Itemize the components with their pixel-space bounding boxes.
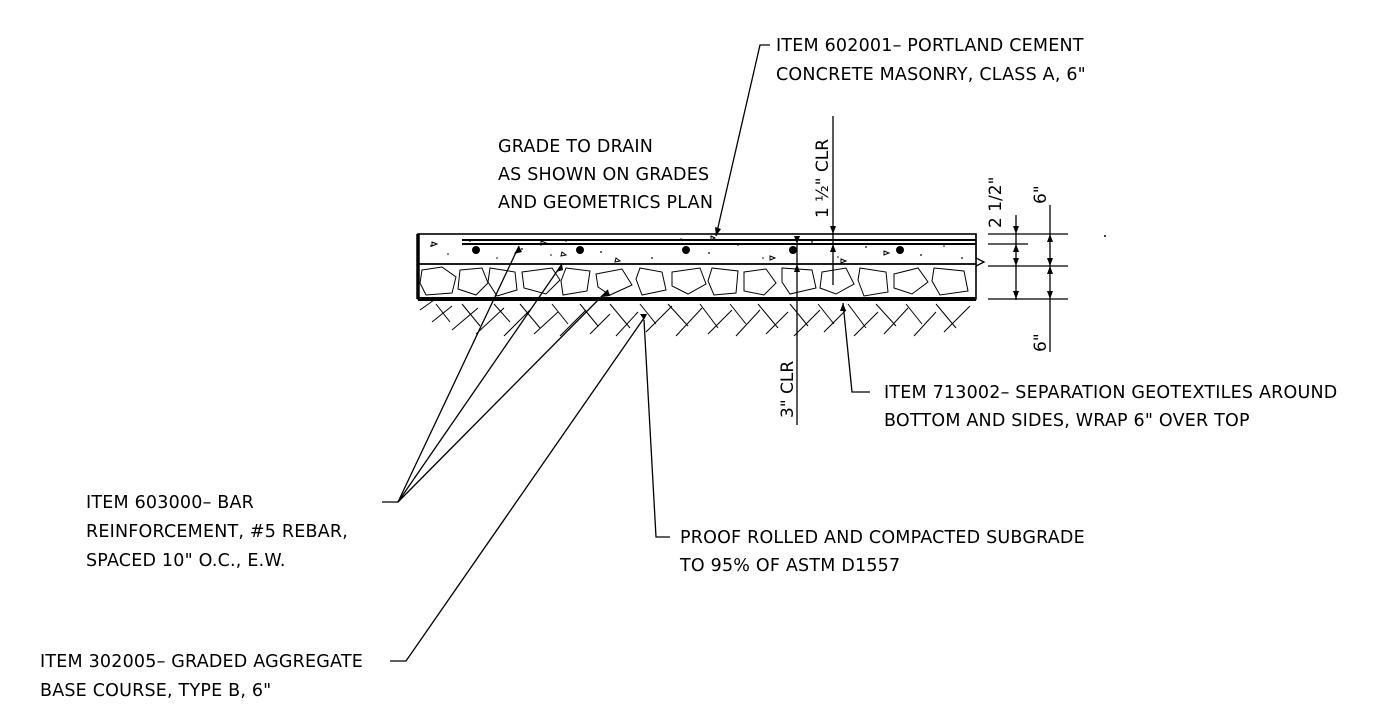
leader-arrowheads: [514, 227, 846, 320]
svg-text:TO 95% OF ASTM D1557: TO 95% OF ASTM D1557: [679, 556, 900, 576]
svg-text:ITEM 713002– SEPARATION GEOTEX: ITEM 713002– SEPARATION GEOTEXTILES AROU…: [884, 383, 1337, 403]
dim-top-clear: 1 ½" CLR: [813, 139, 833, 218]
break-line: [975, 234, 986, 299]
svg-text:BASE COURSE, TYPE B, 6": BASE COURSE, TYPE B, 6": [40, 681, 271, 701]
svg-text:CONCRETE MASONRY, CLASS A, 6": CONCRETE MASONRY, CLASS A, 6": [776, 65, 1086, 85]
leader-lines: [382, 44, 870, 662]
rebar-mat: [462, 239, 976, 254]
callout-geotextile: ITEM 713002– SEPARATION GEOTEXTILES AROU…: [884, 383, 1337, 431]
dim-base: 6": [1031, 333, 1051, 352]
callout-rebar: ITEM 603000– BAR REINFORCEMENT, #5 REBAR…: [86, 493, 348, 571]
svg-text:ITEM 602001– PORTLAND CEMENT: ITEM 602001– PORTLAND CEMENT: [776, 36, 1084, 56]
svg-text:AND GEOMETRICS PLAN: AND GEOMETRICS PLAN: [498, 193, 713, 213]
dimension-lines: [796, 116, 1068, 425]
edge-dot: [1104, 235, 1106, 237]
dimension-arrows: [794, 226, 1053, 299]
svg-text:ITEM 603000– BAR: ITEM 603000– BAR: [86, 493, 254, 513]
svg-text:AS SHOWN ON GRADES: AS SHOWN ON GRADES: [498, 165, 709, 185]
concrete-slab: [417, 233, 977, 265]
callout-concrete: ITEM 602001– PORTLAND CEMENT CONCRETE MA…: [776, 36, 1086, 85]
callout-aggregate: ITEM 302005– GRADED AGGREGATE BASE COURS…: [40, 652, 363, 701]
dim-cover: 2 1/2": [986, 177, 1006, 228]
svg-text:SPACED 10" O.C., E.W.: SPACED 10" O.C., E.W.: [86, 551, 286, 571]
dim-slab: 6": [1031, 185, 1051, 204]
subgrade-hatch: [419, 299, 971, 337]
svg-text:ITEM 302005– GRADED AGGREGATE: ITEM 302005– GRADED AGGREGATE: [40, 652, 363, 672]
callout-grade-to-drain: GRADE TO DRAIN AS SHOWN ON GRADES AND GE…: [498, 137, 713, 213]
svg-text:PROOF ROLLED AND COMPACTED SUB: PROOF ROLLED AND COMPACTED SUBGRADE: [680, 528, 1085, 548]
svg-text:BOTTOM AND SIDES, WRAP 6" OVER: BOTTOM AND SIDES, WRAP 6" OVER TOP: [884, 411, 1250, 431]
callout-subgrade: PROOF ROLLED AND COMPACTED SUBGRADE TO 9…: [679, 528, 1085, 576]
dim-bottom-clear: 3" CLR: [778, 361, 798, 418]
svg-text:GRADE TO DRAIN: GRADE TO DRAIN: [498, 137, 653, 157]
svg-text:REINFORCEMENT, #5 REBAR,: REINFORCEMENT, #5 REBAR,: [86, 522, 348, 542]
